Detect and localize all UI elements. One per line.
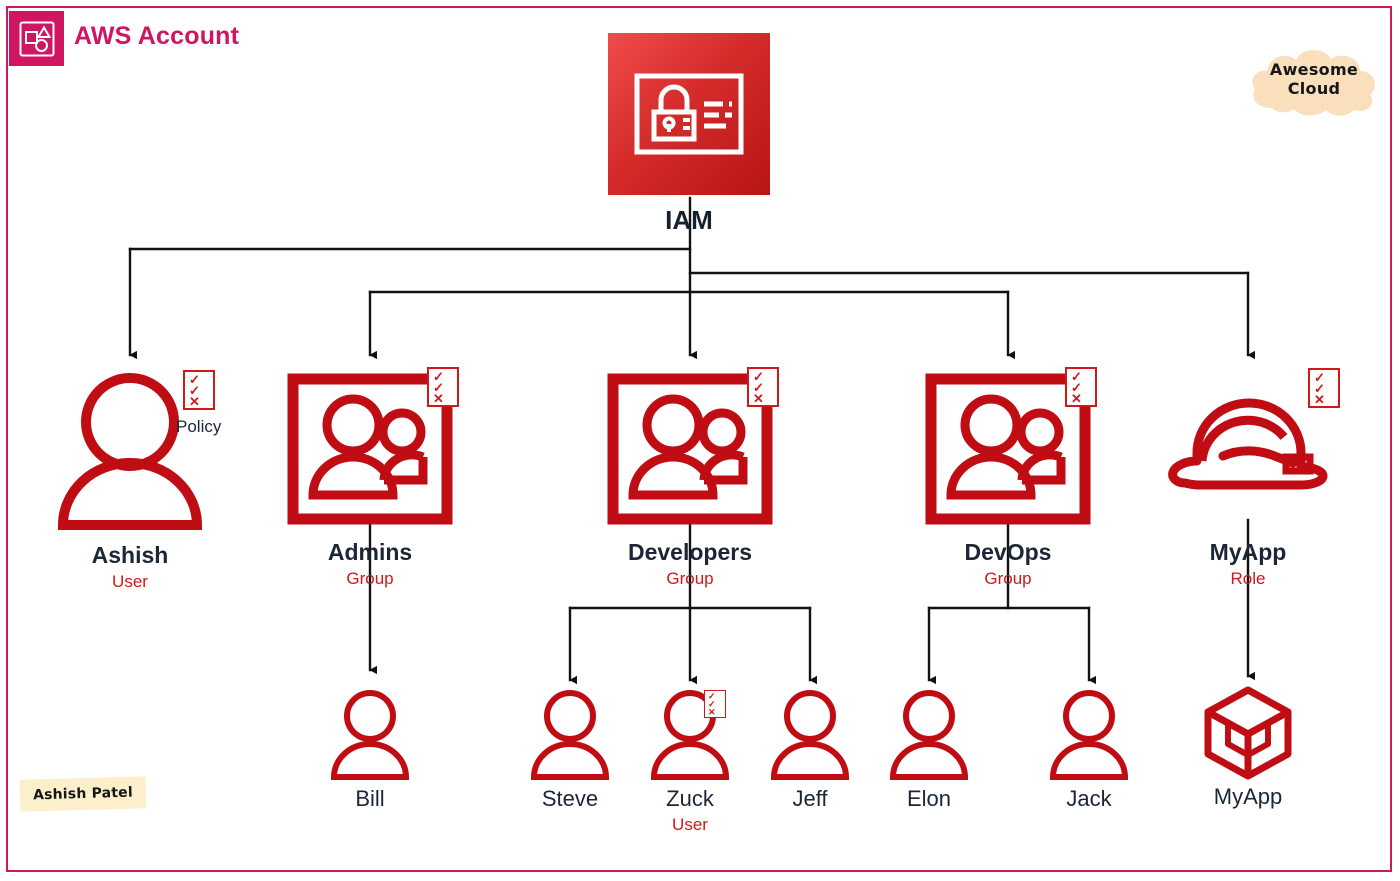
policy-badge-admins: ✓ ✓ ✕ bbox=[427, 367, 459, 407]
policy-mark-cross: ✕ bbox=[1071, 390, 1082, 406]
policy-badge-devops: ✓ ✓ ✕ bbox=[1065, 367, 1097, 407]
node-kind-devops: Group bbox=[984, 569, 1032, 588]
aws-account-frame bbox=[6, 6, 1392, 872]
policy-badge-zuck: ✓ ✓ ✕ bbox=[704, 690, 726, 718]
node-bill[interactable]: Bill bbox=[300, 688, 440, 812]
iam-root-label: IAM bbox=[665, 205, 713, 235]
page-title: AWS Account bbox=[74, 22, 240, 50]
node-developers[interactable]: ✓ ✓ ✕ Developers Group bbox=[595, 367, 785, 589]
policy-mark-check-2: ✓ bbox=[1071, 379, 1082, 395]
node-jack[interactable]: Jack bbox=[1019, 688, 1159, 812]
user-icon bbox=[330, 690, 410, 780]
awesome-cloud-logo: Awesome Cloud bbox=[1246, 44, 1382, 120]
policy-mark-cross: ✕ bbox=[753, 390, 764, 406]
policy-mark-cross: ✕ bbox=[708, 707, 716, 717]
node-kind-admins: Group bbox=[346, 569, 394, 588]
policy-badge-developers: ✓ ✓ ✕ bbox=[747, 367, 779, 407]
policy-mark-cross: ✕ bbox=[189, 393, 200, 409]
node-label-elon: Elon bbox=[906, 786, 952, 811]
node-label-jeff: Jeff bbox=[792, 786, 828, 811]
author-watermark: Ashish Patel bbox=[19, 776, 147, 812]
node-label-zuck: Zuck bbox=[666, 786, 714, 811]
user-icon bbox=[57, 373, 203, 530]
node-myapp-resource[interactable]: MyApp bbox=[1178, 684, 1318, 810]
group-icon bbox=[287, 373, 453, 525]
node-kind-ashish: User bbox=[112, 572, 148, 591]
node-admins[interactable]: ✓ ✓ ✕ Admins Group bbox=[275, 367, 465, 589]
awesome-cloud-text: Awesome Cloud bbox=[1246, 60, 1382, 98]
policy-badge-myapp-role: ✓ ✓ ✕ bbox=[1308, 368, 1340, 408]
group-icon bbox=[925, 373, 1091, 525]
iam-lock-card-icon bbox=[608, 33, 770, 195]
cube-icon bbox=[1204, 686, 1292, 780]
node-kind-zuck: User bbox=[672, 815, 708, 834]
node-label-steve: Steve bbox=[541, 786, 599, 811]
cloud-text-line2: Cloud bbox=[1287, 79, 1341, 98]
user-icon bbox=[530, 690, 610, 780]
node-steve[interactable]: Steve bbox=[500, 688, 640, 812]
policy-mark-check-1: ✓ bbox=[1314, 369, 1325, 385]
policy-mark-check-2: ✓ bbox=[708, 699, 716, 709]
node-kind-myapp-role: Role bbox=[1230, 569, 1266, 588]
policy-caption-ashish: Policy bbox=[176, 417, 222, 436]
node-jeff[interactable]: Jeff bbox=[740, 688, 880, 812]
user-icon bbox=[770, 690, 850, 780]
policy-mark-check-2: ✓ bbox=[433, 379, 444, 395]
node-devops[interactable]: ✓ ✓ ✕ DevOps Group bbox=[913, 367, 1103, 589]
cloud-text-line1: Awesome bbox=[1269, 60, 1359, 79]
policy-mark-cross: ✕ bbox=[433, 390, 444, 406]
node-label-myapp-resource: MyApp bbox=[1213, 784, 1283, 809]
node-label-admins: Admins bbox=[327, 539, 413, 565]
policy-mark-check-2: ✓ bbox=[189, 382, 200, 398]
policy-mark-check-2: ✓ bbox=[1314, 380, 1325, 396]
node-myapp-role[interactable]: ✓ ✓ ✕ MyApp Role bbox=[1153, 368, 1343, 589]
user-icon bbox=[1049, 690, 1129, 780]
group-icon bbox=[607, 373, 773, 525]
iam-root-node: IAM bbox=[608, 33, 770, 236]
aws-account-badge-icon bbox=[9, 11, 64, 66]
policy-mark-check-1: ✓ bbox=[753, 368, 764, 384]
node-kind-developers: Group bbox=[666, 569, 714, 588]
node-label-myapp-role: MyApp bbox=[1209, 539, 1287, 565]
node-zuck[interactable]: ✓ ✓ ✕ Zuck User bbox=[620, 688, 760, 835]
policy-mark-check-1: ✓ bbox=[1071, 368, 1082, 384]
hard-hat-icon bbox=[1168, 398, 1328, 490]
policy-mark-check-1: ✓ bbox=[708, 691, 716, 701]
node-ashish[interactable]: ✓ ✓ ✕ Policy Ashish User bbox=[35, 370, 225, 592]
policy-mark-cross: ✕ bbox=[1314, 391, 1325, 407]
policy-mark-check-2: ✓ bbox=[753, 379, 764, 395]
node-label-bill: Bill bbox=[355, 786, 385, 811]
user-icon bbox=[889, 690, 969, 780]
policy-badge-ashish: ✓ ✓ ✕ bbox=[183, 370, 215, 410]
node-label-ashish: Ashish bbox=[91, 542, 169, 568]
policy-mark-check-1: ✓ bbox=[433, 368, 444, 384]
node-label-devops: DevOps bbox=[964, 539, 1052, 565]
policy-mark-check-1: ✓ bbox=[189, 371, 200, 387]
node-label-jack: Jack bbox=[1066, 786, 1112, 811]
node-label-developers: Developers bbox=[627, 539, 752, 565]
node-elon[interactable]: Elon bbox=[859, 688, 999, 812]
